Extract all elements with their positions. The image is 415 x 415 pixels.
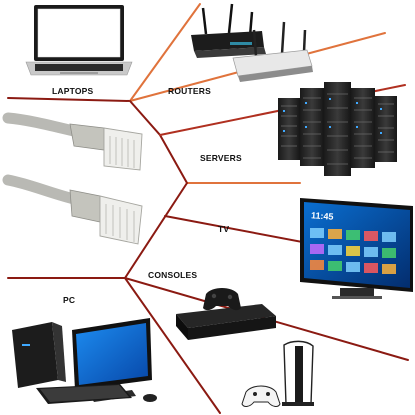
router-icon-black xyxy=(191,3,266,58)
label-routers: ROUTERS xyxy=(168,86,211,96)
ethernet-cable-icon-top xyxy=(2,112,143,171)
line-trunk-top xyxy=(129,3,201,102)
server-racks-icon xyxy=(278,82,397,176)
pc-monitor-icon xyxy=(72,318,152,402)
router-icon-white xyxy=(232,21,313,82)
label-servers: SERVERS xyxy=(200,153,242,163)
ethernet-cable-icon-bottom xyxy=(2,174,143,245)
pc-tower-icon xyxy=(12,322,66,388)
line-pc-down xyxy=(124,277,221,414)
tv-clock-text: 11:45 xyxy=(310,210,334,222)
label-laptops: LAPTOPS xyxy=(52,86,94,96)
controller-icon xyxy=(241,385,281,407)
playstation-icon xyxy=(282,340,314,406)
laptop-icon xyxy=(25,5,133,76)
label-tv: TV xyxy=(218,224,230,234)
game-console-icon xyxy=(176,288,276,340)
keyboard-icon xyxy=(36,384,157,404)
label-pc: PC xyxy=(63,295,76,305)
label-consoles: CONSOLES xyxy=(148,270,198,280)
line-laptops xyxy=(7,97,131,102)
tv-icon xyxy=(300,198,413,299)
line-tv-branch xyxy=(124,182,188,279)
